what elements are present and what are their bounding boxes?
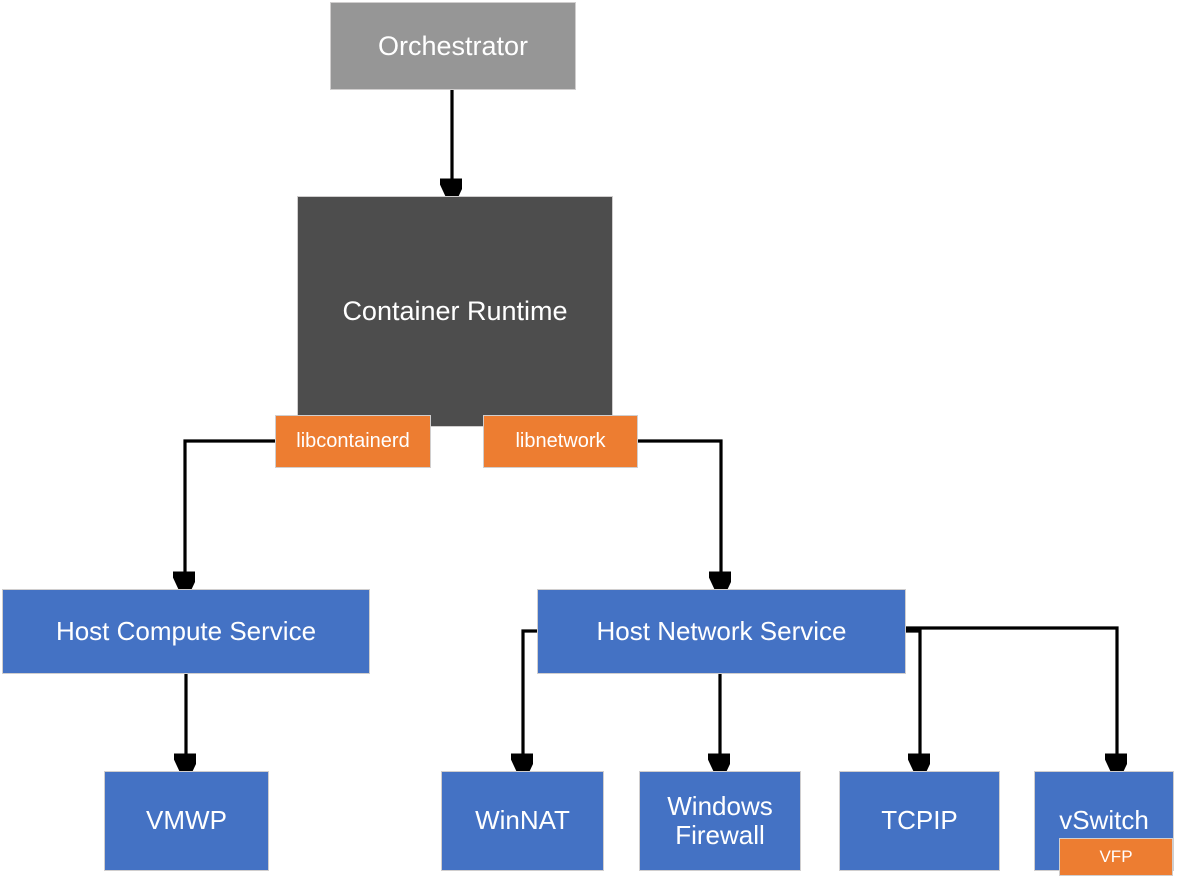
node-vmwp[interactable]: VMWP [104, 771, 269, 871]
node-container-runtime[interactable]: Container Runtime [297, 196, 613, 427]
connector-host-network-service-to-winnat [523, 629, 537, 763]
node-vfp[interactable]: VFP [1059, 838, 1173, 876]
node-windows-firewall-label: Windows Firewall [667, 790, 773, 850]
node-vfp-label: VFP [1099, 847, 1133, 867]
node-host-compute-service[interactable]: Host Compute Service [2, 589, 370, 674]
node-libcontainerd[interactable]: libcontainerd [275, 415, 431, 468]
connector-libcontainerd-to-host-compute-service [185, 439, 275, 581]
node-libnetwork-label: libnetwork [515, 430, 606, 453]
node-winnat[interactable]: WinNAT [441, 771, 604, 871]
node-vswitch-label: vSwitch [1059, 805, 1149, 836]
node-host-compute-service-label: Host Compute Service [55, 615, 317, 646]
node-container-runtime-label: Container Runtime [342, 296, 568, 327]
node-windows-firewall[interactable]: Windows Firewall [639, 771, 801, 871]
node-winnat-label: WinNAT [475, 805, 570, 836]
node-host-network-service-label: Host Network Service [596, 615, 847, 646]
connector-libnetwork-to-host-network-service [638, 439, 721, 581]
node-orchestrator-label: Orchestrator [377, 30, 529, 61]
node-orchestrator[interactable]: Orchestrator [330, 2, 576, 90]
node-host-network-service[interactable]: Host Network Service [537, 589, 906, 674]
node-libcontainerd-label: libcontainerd [296, 430, 410, 453]
node-tcpip-label: TCPIP [881, 805, 958, 836]
connector-host-network-service-to-vswitch [906, 626, 1117, 763]
connector-host-network-service-to-tcpip [906, 629, 920, 763]
node-vmwp-label: VMWP [146, 805, 227, 836]
node-tcpip[interactable]: TCPIP [839, 771, 1000, 871]
node-libnetwork[interactable]: libnetwork [483, 415, 638, 468]
